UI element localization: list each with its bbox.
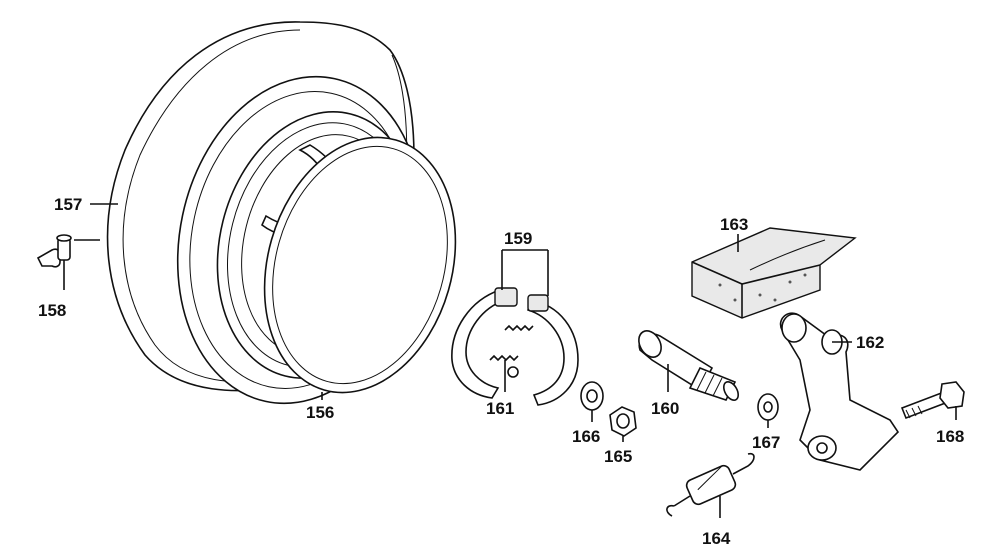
callout-165: 165 (604, 447, 632, 466)
callout-168: 168 (936, 427, 964, 446)
callout-162: 162 (856, 333, 884, 352)
callout-160: 160 (651, 399, 679, 418)
callout-157: 157 (54, 195, 82, 214)
return-spring (666, 452, 755, 517)
leader-lines (63, 203, 957, 518)
insulation-plate (691, 227, 857, 319)
bolt (900, 381, 965, 420)
washer-167 (757, 393, 779, 421)
nut-165 (609, 406, 637, 437)
valve-stem (36, 234, 72, 268)
brake-arm (779, 312, 900, 471)
washer-166 (580, 381, 604, 411)
callout-156: 156 (306, 403, 334, 422)
brake-shoes (451, 287, 579, 406)
callout-166: 166 (572, 427, 600, 446)
callouts: 157 158 156 159 161 160 163 162 166 165 … (38, 195, 964, 548)
callout-158: 158 (38, 301, 66, 320)
rim-ring (263, 136, 457, 394)
brake-cam-shaft (638, 330, 740, 401)
callout-167: 167 (752, 433, 780, 452)
callout-164: 164 (702, 529, 731, 548)
callout-163: 163 (720, 215, 748, 234)
callout-161: 161 (486, 399, 514, 418)
callout-159: 159 (504, 229, 532, 248)
